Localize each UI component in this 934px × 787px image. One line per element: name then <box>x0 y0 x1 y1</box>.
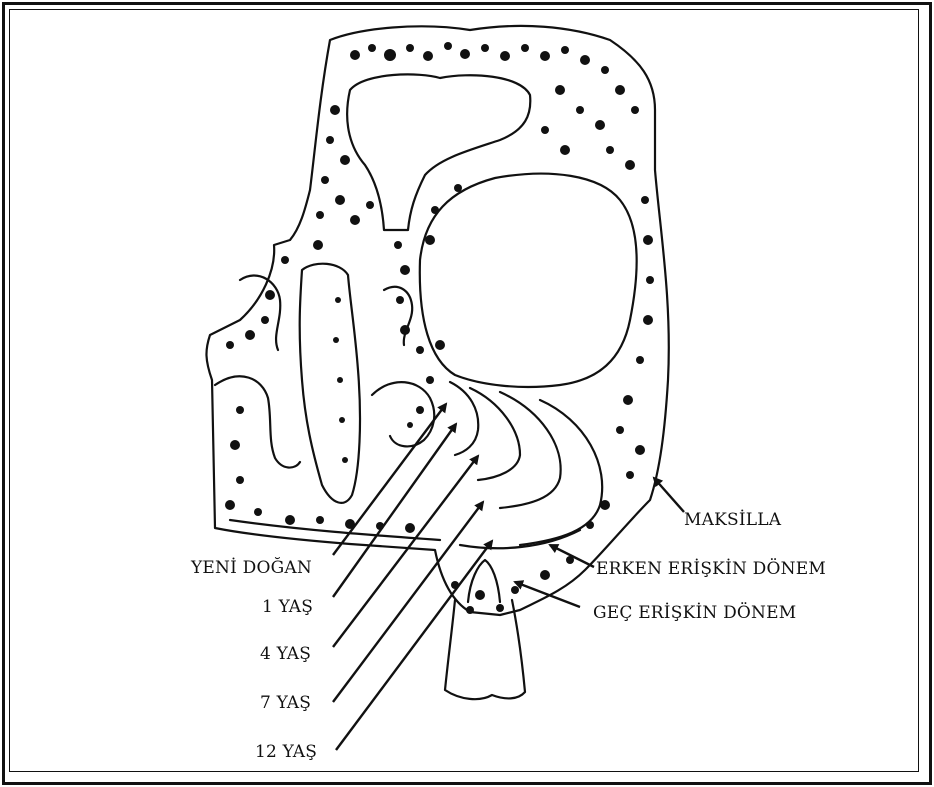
arrow-gec <box>515 582 580 607</box>
frontal-sinus <box>347 74 530 230</box>
label-gec-eriskin-donem: GEÇ ERİŞKİN DÖNEM <box>593 603 796 623</box>
label-1-yas: 1 YAŞ <box>262 597 313 617</box>
label-4-yas: 4 YAŞ <box>260 644 311 664</box>
label-12-yas: 12 YAŞ <box>255 742 317 762</box>
arrow-12-yas <box>336 541 492 750</box>
inferior-turbinate-right <box>372 382 434 446</box>
maxillary-sinus <box>420 174 637 387</box>
label-7-yas: 7 YAŞ <box>260 693 311 713</box>
nasal-cavity-septum <box>300 264 360 503</box>
arrow-maksilla <box>654 478 684 512</box>
label-yeni-dogan: YENİ DOĞAN <box>191 558 312 578</box>
inferior-turbinate-left <box>215 376 300 467</box>
label-maksilla: MAKSİLLA <box>684 510 781 530</box>
middle-turbinate-right <box>384 287 412 345</box>
arrow-yeni-dogan <box>333 404 446 555</box>
tooth-crown <box>445 600 525 699</box>
antrum-contour-3 <box>500 392 561 508</box>
label-erken-eriskin-donem: ERKEN ERİŞKİN DÖNEM <box>596 559 826 579</box>
antrum-contour-1 <box>450 382 478 455</box>
arrow-erken <box>550 545 594 567</box>
